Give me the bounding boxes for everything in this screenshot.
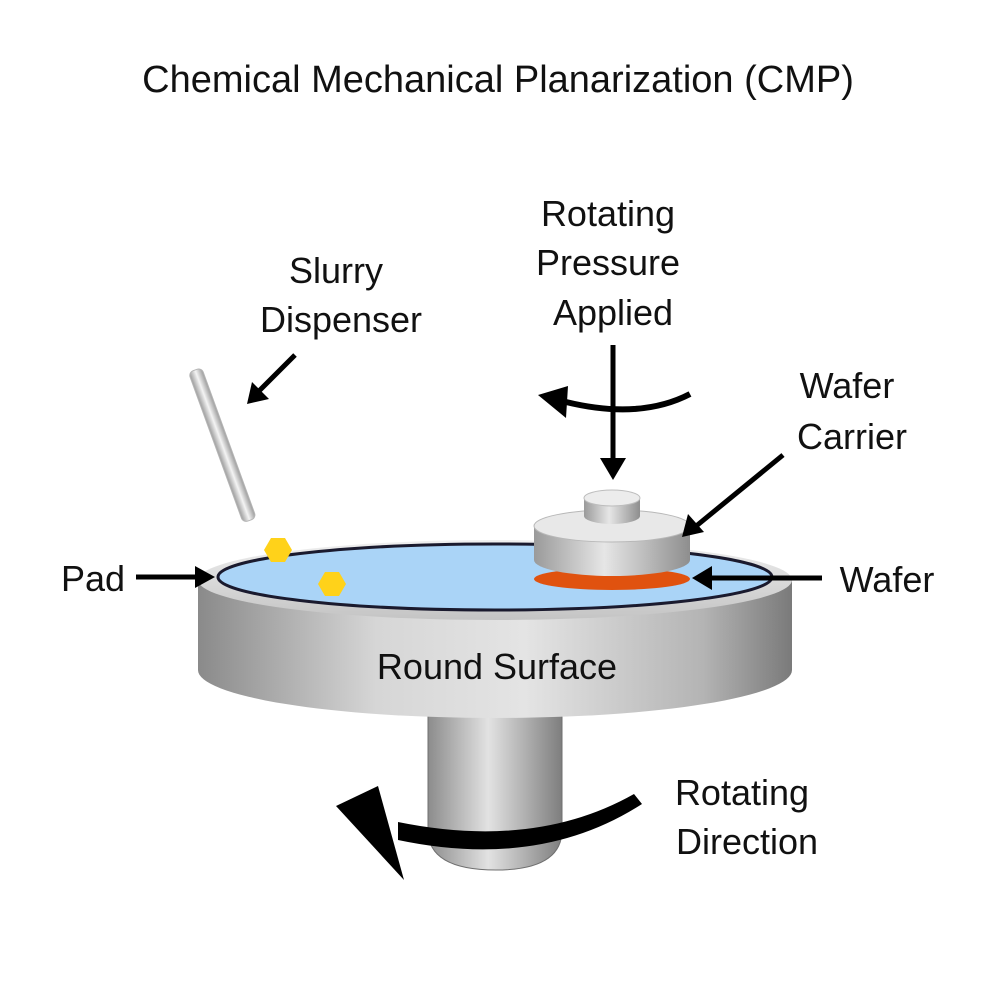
label-rotating-pressure: Rotating Pressure Applied [536,193,690,333]
label-pad: Pad [61,558,125,599]
label-wafer: Wafer [840,559,935,600]
diagram-title: Chemical Mechanical Planarization (CMP) [142,59,854,101]
slurry-droplet [318,572,346,596]
slurry-droplet [264,538,292,562]
arrows [136,345,822,880]
slurry-dispenser-tube [189,368,256,522]
wafer-carrier [533,489,691,576]
label-slurry-dispenser: Slurry Dispenser [260,250,422,340]
label-wafer-carrier: Wafer Carrier [797,365,907,457]
label-round-surface: Round Surface [377,646,617,687]
spindle-shaft [427,699,563,871]
label-rotating-direction: Rotating Direction [675,772,819,862]
